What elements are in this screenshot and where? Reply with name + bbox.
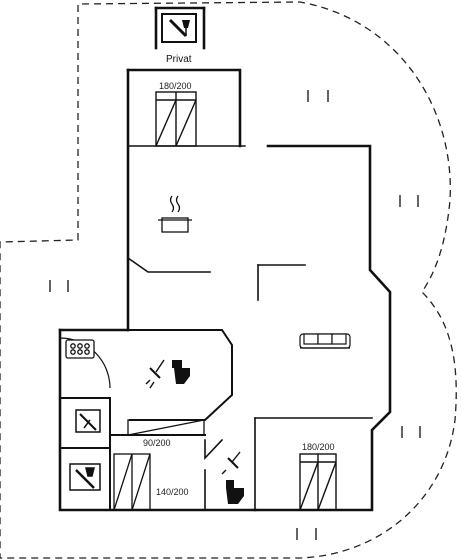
- toilet-icon: [172, 360, 190, 384]
- walls: [58, 6, 392, 512]
- wine-icon-mid: [75, 409, 101, 433]
- bed-right: [299, 453, 337, 511]
- window-marks: [49, 90, 421, 540]
- bed-left: [113, 453, 151, 511]
- door-swing: [59, 337, 111, 389]
- bed-small: [127, 419, 205, 436]
- wine-icon-bottom: [69, 463, 101, 491]
- label-bed-top: 180/200: [159, 81, 192, 91]
- bed-top: [155, 91, 197, 147]
- cooking-pot-icon: [158, 195, 192, 233]
- label-bed-left: 140/200: [156, 487, 189, 497]
- label-bed-small: 90/200: [143, 438, 171, 448]
- shower-icon: [145, 359, 165, 389]
- wine-icon-top: [161, 13, 197, 43]
- label-bed-right: 180/200: [302, 442, 335, 452]
- toilet-icon-2: [226, 480, 244, 504]
- label-privat: Privat: [166, 54, 192, 65]
- shower-icon-2: [221, 451, 241, 475]
- stove-icon: [65, 339, 95, 359]
- sofa-icon: [299, 333, 351, 349]
